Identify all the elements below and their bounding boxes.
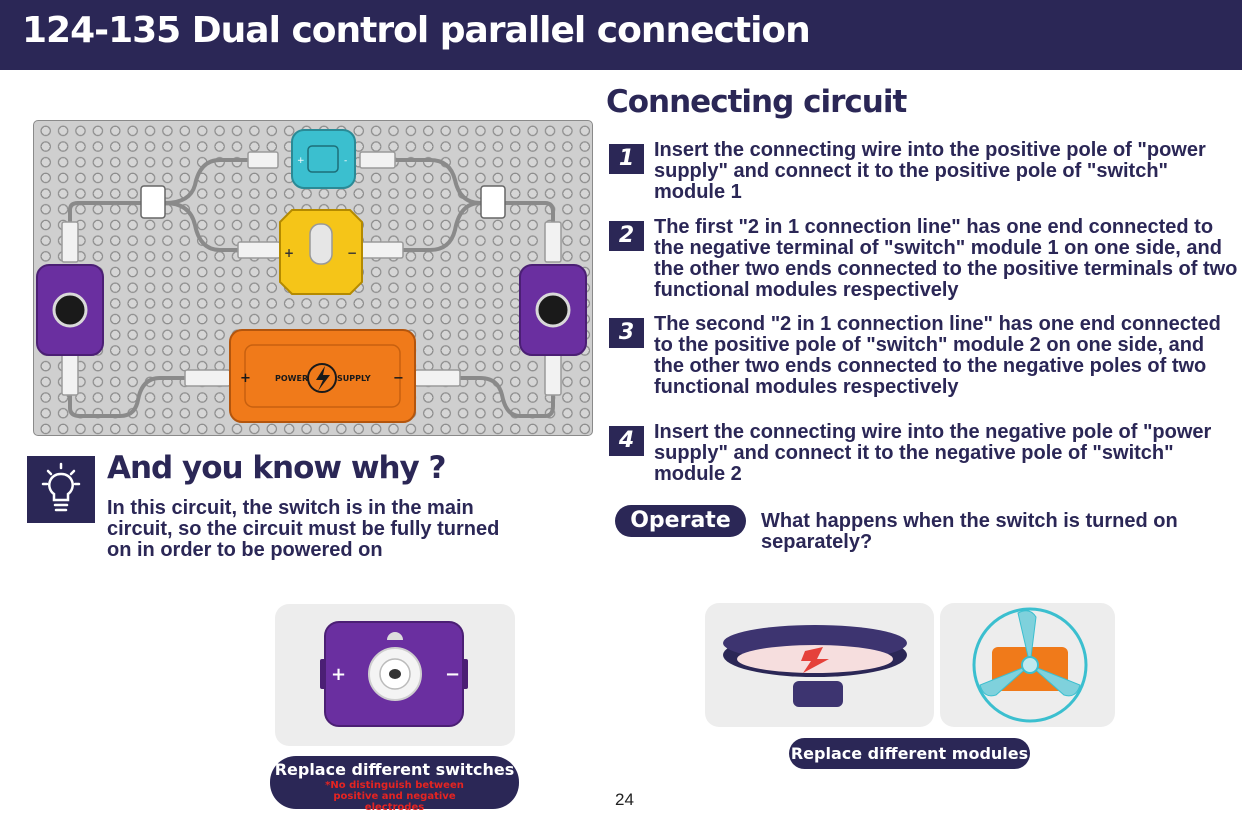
step-text: Insert the connecting wire into the posi… bbox=[654, 139, 1206, 203]
power-supply-module: POWER SUPPLY + − bbox=[229, 329, 416, 423]
switch-plus: + bbox=[331, 664, 346, 685]
replace-switches-badge: Replace different switches *No distingui… bbox=[270, 756, 519, 813]
step-1: 1 Insert the connecting wire into the po… bbox=[609, 140, 1239, 204]
power-plus: + bbox=[240, 371, 251, 386]
svg-text:-: - bbox=[344, 156, 347, 166]
replace-switches-label: Replace different switches bbox=[274, 760, 515, 779]
fan-module-image bbox=[972, 607, 1088, 723]
switch-minus: − bbox=[445, 664, 460, 685]
step-text: Insert the connecting wire into the nega… bbox=[654, 421, 1212, 485]
wires bbox=[68, 158, 555, 418]
power-label-right: SUPPLY bbox=[337, 374, 371, 383]
disc-module-image bbox=[723, 625, 907, 707]
step-4: 4 Insert the connecting wire into the ne… bbox=[609, 422, 1239, 486]
know-why-text: In this circuit, the switch is in the ma… bbox=[107, 497, 500, 561]
disc-module-card bbox=[705, 603, 934, 727]
fan-module-card bbox=[940, 603, 1115, 727]
switch-card: + − bbox=[275, 604, 515, 746]
svg-text:+: + bbox=[297, 156, 305, 166]
page-number: 24 bbox=[615, 790, 634, 809]
connecting-circuit-title: Connecting circuit bbox=[606, 84, 907, 120]
replace-switches-note: *No distinguish between positive and neg… bbox=[325, 780, 464, 813]
page-header: 124-135 Dual control parallel connection bbox=[0, 0, 1242, 70]
purple-switch-image: + − bbox=[320, 621, 468, 727]
step-number: 2 bbox=[609, 221, 644, 251]
step-number: 1 bbox=[609, 144, 644, 174]
know-why-title: And you know why ? bbox=[107, 450, 447, 486]
operate-badge: Operate bbox=[615, 505, 746, 537]
svg-text:+: + bbox=[284, 246, 294, 260]
operate-question: What happens when the switch is turned o… bbox=[761, 510, 1178, 553]
step-number: 3 bbox=[609, 318, 644, 348]
purple-switch-left bbox=[36, 264, 104, 356]
lightbulb-icon bbox=[27, 456, 95, 523]
step-3: 3 The second "2 in 1 connection line" ha… bbox=[609, 314, 1239, 400]
step-text: The first "2 in 1 connection line" has o… bbox=[654, 216, 1238, 301]
cyan-module: + - bbox=[291, 129, 356, 189]
yellow-module: + − bbox=[279, 209, 363, 295]
purple-switch-right bbox=[519, 264, 587, 356]
wire-plugs bbox=[61, 151, 562, 396]
step-2: 2 The first "2 in 1 connection line" has… bbox=[609, 217, 1239, 303]
step-text: The second "2 in 1 connection line" has … bbox=[654, 313, 1221, 398]
replace-modules-badge: Replace different modules bbox=[789, 738, 1030, 769]
svg-text:−: − bbox=[347, 246, 357, 260]
step-number: 4 bbox=[609, 426, 644, 456]
power-minus: − bbox=[393, 371, 404, 386]
power-label-left: POWER bbox=[275, 374, 308, 383]
page-title: 124-135 Dual control parallel connection bbox=[22, 10, 811, 51]
